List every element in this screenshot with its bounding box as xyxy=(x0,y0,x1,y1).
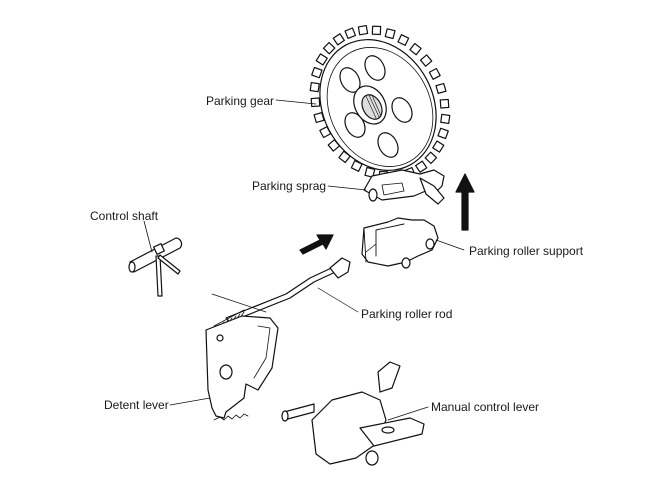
control-shaft xyxy=(128,220,183,297)
label-parking-roller-rod: Parking roller rod xyxy=(361,307,453,321)
support-motion-arrow xyxy=(455,173,475,231)
leader-parking-sprag xyxy=(327,185,367,191)
gear-tooth xyxy=(424,151,438,165)
gear-tooth xyxy=(371,25,382,36)
gear-tooth xyxy=(315,53,328,66)
label-manual-control-lever: Manual control lever xyxy=(431,400,540,414)
gear-tooth xyxy=(310,97,321,108)
gear-tooth xyxy=(384,28,396,40)
label-control-shaft: Control shaft xyxy=(90,209,159,223)
gear-tooth xyxy=(415,160,428,173)
leader-parking-gear xyxy=(275,99,317,105)
leader-manual-control-lever xyxy=(387,406,429,421)
gear-tooth xyxy=(432,140,445,153)
label-parking-roller-support: Parking roller support xyxy=(469,244,584,258)
gear-tooth xyxy=(344,27,357,40)
gear-tooth xyxy=(419,54,433,67)
gear-teeth xyxy=(309,24,451,182)
gear-tooth xyxy=(357,24,369,36)
gear-tooth xyxy=(322,41,336,55)
leader-detent-lever xyxy=(169,397,211,406)
gear-tooth xyxy=(309,81,320,93)
gear-tooth xyxy=(428,67,441,80)
label-parking-gear: Parking gear xyxy=(206,94,275,108)
leader-parking-roller-support xyxy=(435,239,465,251)
manual-control-lever xyxy=(281,361,425,466)
gear-tooth xyxy=(409,42,422,56)
gear-tooth xyxy=(364,166,376,178)
rod-motion-arrow xyxy=(299,234,334,255)
gear-tooth xyxy=(439,98,450,109)
detent-lever xyxy=(205,315,279,421)
gear-tooth xyxy=(332,33,345,46)
leader-parking-roller-rod xyxy=(317,287,359,313)
gear-tooth xyxy=(435,82,447,95)
parking-gear xyxy=(309,24,451,182)
gear-tooth xyxy=(311,66,323,79)
parking-sprag xyxy=(363,169,445,205)
leader-lines xyxy=(169,99,465,421)
gear-tooth xyxy=(440,113,451,125)
label-parking-sprag: Parking sprag xyxy=(252,179,327,193)
parking-roller-support xyxy=(361,217,439,269)
gear-tooth xyxy=(397,34,410,46)
gear-tooth xyxy=(437,127,449,140)
label-detent-lever: Detent lever xyxy=(104,398,169,412)
